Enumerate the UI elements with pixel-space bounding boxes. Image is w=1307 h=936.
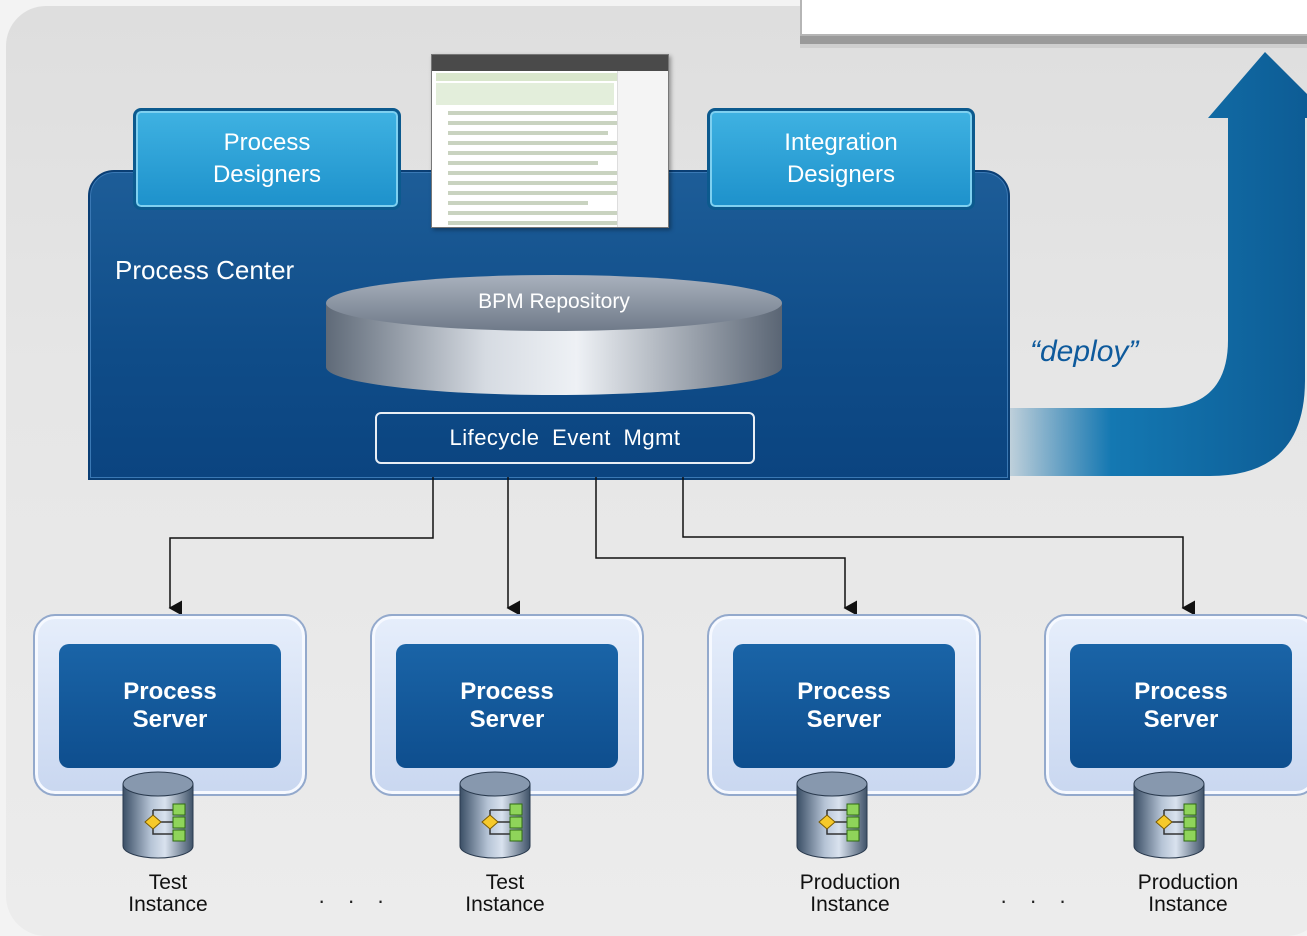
tab-label-line1: Integration	[784, 129, 898, 156]
server-label-line1: Process	[1134, 678, 1228, 705]
process-database-icons	[122, 771, 1205, 859]
integration-designers-tab: Integration Designers	[707, 108, 975, 210]
database-icon	[122, 771, 194, 859]
tab-label-line1: Process	[223, 129, 311, 156]
process-center-title: Process Center	[115, 255, 295, 285]
connector-lines	[168, 477, 1195, 616]
bpm-repository-label: BPM Repository	[478, 290, 630, 313]
process-server-production-1: Process Server	[707, 614, 981, 796]
ellipsis-test: · · ·	[318, 888, 393, 913]
server-label-line1: Process	[797, 678, 891, 705]
process-server-production-2: Process Server	[1044, 614, 1307, 796]
deploy-target-box	[800, 0, 1307, 36]
deploy-label: “deploy”	[1030, 335, 1139, 368]
process-center-screenshot-thumbnail	[431, 54, 669, 228]
database-icon	[796, 771, 868, 859]
database-icon	[1133, 771, 1205, 859]
server-label-line2: Server	[806, 706, 882, 733]
process-server-test-2: Process Server	[370, 614, 644, 796]
server-label-line2: Server	[1143, 706, 1219, 733]
tab-label-line2: Designers	[786, 161, 896, 188]
server-label-line2: Server	[132, 706, 208, 733]
process-server-test-1: Process Server	[33, 614, 307, 796]
server-label-line1: Process	[123, 678, 217, 705]
database-icon	[459, 771, 531, 859]
deploy-arrow	[1006, 52, 1307, 476]
lifecycle-event-mgmt-box: Lifecycle Event Mgmt	[375, 412, 755, 464]
process-designers-tab: Process Designers	[133, 108, 401, 210]
ellipsis-production: · · ·	[1000, 888, 1075, 913]
tab-label-line2: Designers	[212, 161, 322, 188]
server-label-line2: Server	[469, 706, 545, 733]
server-label-line1: Process	[460, 678, 554, 705]
bpm-repository-disk-icon	[326, 275, 782, 395]
